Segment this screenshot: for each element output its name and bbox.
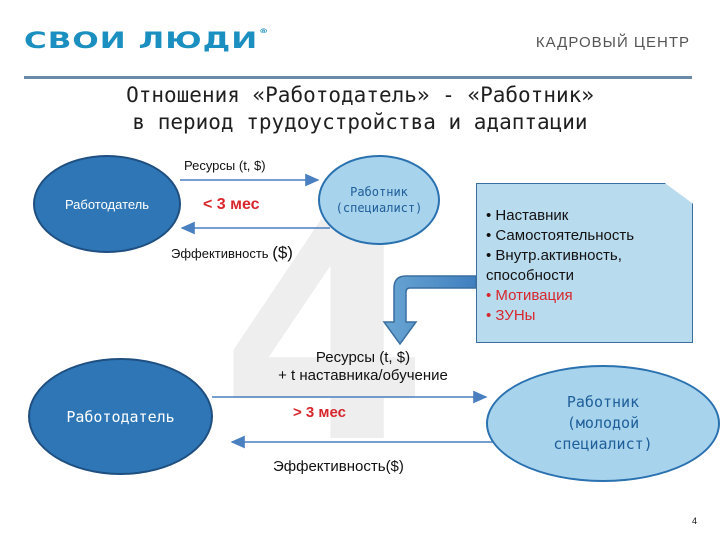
logo-text: СВОИ ЛЮДИ <box>24 28 259 54</box>
registered-mark: ® <box>259 28 270 36</box>
top-efficiency-text: Эффективность <box>171 246 269 261</box>
employer-oval-bottom: Работодатель <box>28 358 213 475</box>
transition-arrow <box>382 275 477 346</box>
bottom-period-label: > 3 мес <box>293 404 347 421</box>
note-item: • Мотивация <box>486 287 573 304</box>
title-line-1: Отношения «Работодатель» - «Работник» <box>126 83 594 107</box>
note-item: • Внутр.активность, способности <box>486 247 622 284</box>
employer-label-top: Работодатель <box>64 196 150 212</box>
note-item: • Самостоятельность <box>486 227 635 244</box>
title-line-2: в период трудоустройства и адаптации <box>132 110 588 134</box>
brand-subtitle: КАДРОВЫЙ ЦЕНТР <box>535 34 690 51</box>
note-item: • ЗУНы <box>486 307 536 324</box>
bottom-resources-line-2: + t наставника/обучение <box>278 367 448 384</box>
slide-title: Отношения «Работодатель» - «Работник» в … <box>0 82 720 136</box>
bottom-efficiency-label: Эффективность($) <box>273 458 404 475</box>
note-box: • Наставник • Самостоятельность • Внутр.ак… <box>476 183 693 343</box>
bottom-resources-label: Ресурсы (t, $) + t наставника/обучение <box>259 349 467 385</box>
top-efficiency-label: Эффективность ($) <box>171 243 293 263</box>
employee-label-top: Работник (специалист) <box>335 185 423 215</box>
employee-oval-top: Работник (специалист) <box>318 155 440 245</box>
employer-label-bottom: Работодатель <box>66 407 175 426</box>
bottom-resources-line-1: Ресурсы (t, $) <box>315 349 411 366</box>
employer-oval-top: Работодатель <box>33 155 181 253</box>
note-item: • Наставник <box>486 207 569 224</box>
header-divider <box>24 76 692 79</box>
top-efficiency-unit: ($) <box>272 243 293 262</box>
top-resources-label: Ресурсы (t, $) <box>184 158 266 173</box>
company-logo: СВОИ ЛЮДИ® <box>24 28 269 54</box>
page-number: 4 <box>691 516 697 526</box>
employee-oval-bottom: Работник (молодой специалист) <box>486 365 720 482</box>
employee-label-bottom: Работник (молодой специалист) <box>553 393 653 453</box>
top-period-label: < 3 мес <box>203 196 260 213</box>
